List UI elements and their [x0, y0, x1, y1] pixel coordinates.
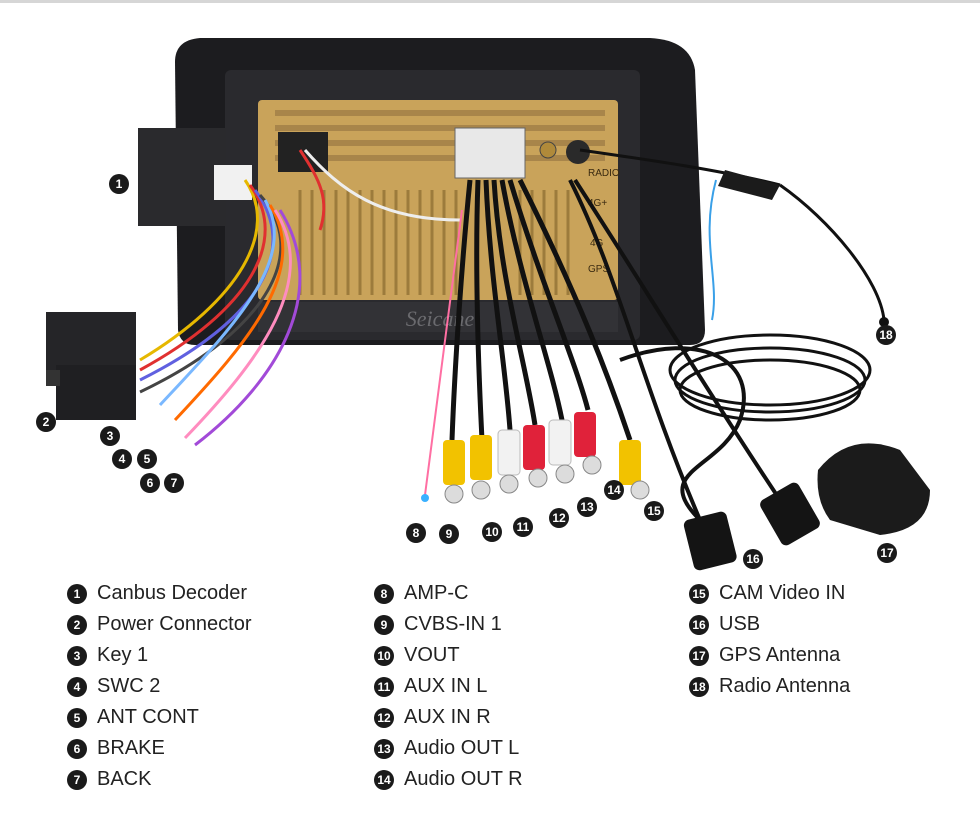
marker-16: 16	[743, 549, 763, 569]
legend-item: 18 Radio Antenna	[689, 671, 850, 702]
legend-label: AUX IN R	[404, 706, 491, 728]
legend-number: 7	[67, 769, 87, 790]
legend-number: 14	[374, 769, 394, 790]
legend-label: Audio OUT R	[404, 768, 523, 790]
radio-port-label: RADIO	[588, 168, 620, 179]
radio-antenna-port	[566, 140, 590, 164]
marker-1: 1	[109, 174, 129, 194]
marker-4: 4	[112, 449, 132, 469]
legend-label: ANT CONT	[97, 706, 199, 728]
legend-item: 14 Audio OUT R	[374, 764, 523, 795]
head-unit-wiring-photo: Seicane RADIO 4G+ 4G GPS	[46, 38, 930, 571]
legend-number: 18	[689, 676, 709, 697]
legend-label: SWC 2	[97, 675, 161, 697]
legend-item: 4 SWC 2	[67, 671, 252, 702]
legend-item: 5 ANT CONT	[67, 702, 252, 733]
legend-number: 9	[374, 614, 394, 635]
legend-number: 15	[689, 583, 709, 604]
legend-label: USB	[719, 613, 761, 635]
marker-3: 3	[100, 426, 120, 446]
marker-7: 7	[164, 473, 184, 493]
legend-label: Audio OUT L	[404, 737, 520, 759]
legend-item: 2 Power Connector	[67, 609, 252, 640]
legend-label: Radio Antenna	[719, 675, 851, 697]
marker-10: 10	[482, 522, 502, 542]
legend-label: Power Connector	[97, 613, 252, 635]
marker-8: 8	[406, 523, 426, 543]
marker-11: 11	[513, 517, 533, 537]
legend-item: 10 VOUT	[374, 640, 523, 671]
legend-item: 11 AUX IN L	[374, 671, 523, 702]
top-divider	[0, 0, 980, 3]
blue-wire	[708, 179, 717, 321]
amp-c-tip	[421, 494, 429, 502]
legend-number: 8	[374, 583, 394, 604]
legend-item: 16 USB	[689, 609, 850, 640]
av-socket	[454, 127, 526, 179]
legend-number: 4	[67, 676, 87, 697]
marker-9: 9	[439, 524, 459, 544]
marker-12: 12	[549, 508, 569, 528]
amp-c-wire	[424, 209, 463, 496]
legend-label: BACK	[97, 768, 152, 790]
usb-cables	[568, 178, 782, 522]
legend-item: 15 CAM Video IN	[689, 578, 850, 609]
marker-13: 13	[577, 497, 597, 517]
usb-plug-a	[683, 511, 737, 571]
av-cables	[449, 178, 633, 441]
legend-number: 6	[67, 738, 87, 759]
marker-2: 2	[36, 412, 56, 432]
gps-port-label: GPS	[588, 264, 609, 275]
legend-label: AMP-C	[404, 582, 469, 604]
wire-bundle	[139, 149, 461, 447]
gps-port	[539, 141, 557, 159]
legend-label: CAM Video IN	[719, 582, 846, 604]
legend-item: 3 Key 1	[67, 640, 252, 671]
marker-5: 5	[137, 449, 157, 469]
marker-18: 18	[876, 325, 896, 345]
radio-antenna-plug	[879, 317, 889, 327]
legend-item: 12 AUX IN R	[374, 702, 523, 733]
legend-number: 3	[67, 645, 87, 666]
legend-number: 16	[689, 614, 709, 635]
legend-label: VOUT	[404, 644, 460, 666]
marker-14: 14	[604, 480, 624, 500]
legend-number: 1	[67, 583, 87, 604]
chassis-vents	[275, 110, 605, 161]
power-connector-block	[46, 312, 136, 420]
legend-number: 2	[67, 614, 87, 635]
marker-17: 17	[877, 543, 897, 563]
legend-label: Key 1	[97, 644, 149, 666]
radio-antenna-splitter	[718, 170, 780, 200]
legend-item: 6 BRAKE	[67, 733, 252, 764]
legend-column-2: 8 AMP-C 9 CVBS-IN 1 10 VOUT 11 AUX IN L 12 AU…	[374, 578, 523, 795]
legend-number: 11	[374, 676, 394, 697]
gps-antenna-puck	[817, 443, 930, 535]
legend-label: CVBS-IN 1	[404, 613, 502, 635]
marker-6: 6	[140, 473, 160, 493]
legend-number: 13	[374, 738, 394, 759]
legend-number: 10	[374, 645, 394, 666]
rca-plugs	[443, 412, 650, 504]
legend-column-3: 15 CAM Video IN 16 USB 17 GPS Antenna 18 Rad…	[689, 578, 850, 702]
legend-number: 12	[374, 707, 394, 728]
legend-item: 1 Canbus Decoder	[67, 578, 252, 609]
legend-label: BRAKE	[97, 737, 165, 759]
legend-item: 7 BACK	[67, 764, 252, 795]
4g-plus-port-label: 4G+	[588, 198, 607, 209]
watermark: Seicane	[406, 306, 475, 331]
legend-label: AUX IN L	[404, 675, 488, 697]
legend-item: 17 GPS Antenna	[689, 640, 850, 671]
legend-item: 8 AMP-C	[374, 578, 523, 609]
legend-number: 17	[689, 645, 709, 666]
marker-15: 15	[644, 501, 664, 521]
legend-item: 9 CVBS-IN 1	[374, 609, 523, 640]
legend-number: 5	[67, 707, 87, 728]
legend-label: GPS Antenna	[719, 644, 841, 666]
legend-item: 13 Audio OUT L	[374, 733, 523, 764]
usb-plug-b	[760, 482, 820, 546]
legend-label: Canbus Decoder	[97, 582, 248, 604]
